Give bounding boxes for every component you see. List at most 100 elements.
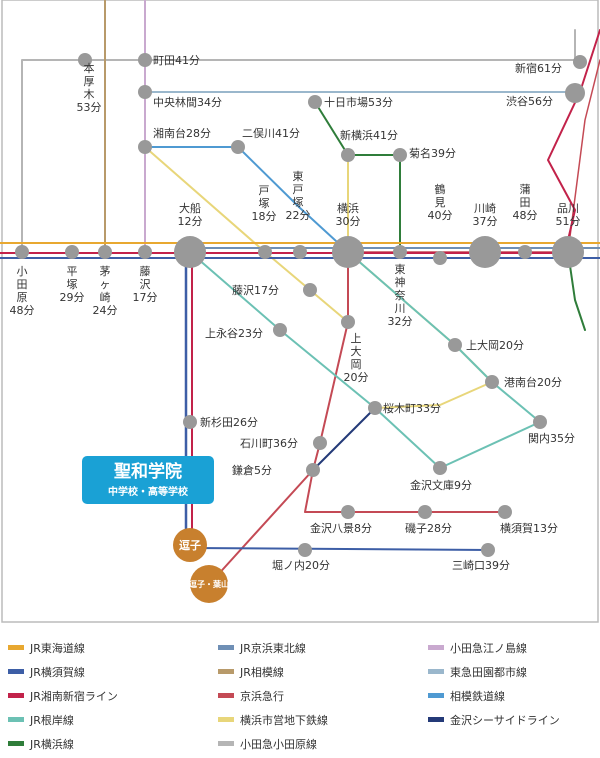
line-sotetsu (144, 146, 349, 253)
dot-kanazawahakkei (306, 463, 320, 477)
legend-label: 小田急小田原線 (240, 737, 317, 751)
dot-higashitotsuka (293, 245, 307, 259)
dot-kaminagaya (303, 283, 317, 297)
dot-ishikawacho (533, 415, 547, 429)
dot-yokosukachuo (298, 543, 312, 557)
dot-tsurumi (433, 251, 447, 265)
legend-label: JR湘南新宿ライン (29, 689, 118, 703)
station-labels: 町田41分 中央林間34分 湘南台28分 二俣川41分 十日市場53分 新横浜4… (153, 54, 575, 572)
line-keikyu-zushi (214, 469, 314, 579)
school-name: 聖和学院 (114, 461, 182, 482)
label-kanazawahakkei: 鎌倉5分 (232, 463, 272, 477)
dot-konandai (273, 323, 287, 337)
label-isogo: 金沢文庫9分 (410, 478, 472, 492)
dot-chuorinkan (138, 85, 152, 99)
dot-horinouchi (418, 505, 432, 519)
dot-kikuna (393, 148, 407, 162)
dot-shinsugita (368, 401, 382, 415)
hub-zushi[interactable]: 逗子 (173, 528, 207, 562)
label-horinouchi: 磯子28分 (405, 522, 452, 535)
label-futamatagawa: 二俣川41分 (242, 126, 300, 140)
legend-label: JR京浜東北線 (239, 641, 306, 655)
dot-shibuya (565, 83, 585, 103)
label-tokaichiba: 十日市場53分 (324, 95, 393, 109)
school-subtitle: 中学校・高等学校 (108, 485, 189, 498)
legend-swatch (428, 669, 444, 674)
label-shinjuku: 新宿61分 (515, 61, 562, 75)
dot-totsuka (258, 245, 272, 259)
label-ishikawacho: 関内35分 (528, 431, 575, 445)
label-kannai: 港南台20分 (504, 375, 562, 389)
legend-label: JR横須賀線 (29, 665, 85, 679)
dot-shonandai (138, 140, 152, 154)
legend-label: 小田急江ノ島線 (450, 641, 527, 655)
dot-sakuragicho (448, 338, 462, 352)
dot-yokosuka (341, 505, 355, 519)
label-yokosuka: 金沢八景8分 (310, 521, 372, 535)
dot-isogo (433, 461, 447, 475)
legend-swatch (218, 741, 234, 746)
dot-kawasaki (469, 236, 501, 268)
legend-swatch (218, 645, 234, 650)
line-keikyu (304, 251, 506, 513)
label-shonandai: 湘南台28分 (153, 126, 211, 140)
label-shinsugita: 桜木町33分 (383, 401, 441, 415)
line-odakyu-odawara (21, 29, 576, 253)
dot-yokohama (332, 236, 364, 268)
legend-swatch (8, 693, 24, 698)
legend-swatch (218, 717, 234, 722)
legend-swatch (8, 717, 24, 722)
school-badge[interactable]: 聖和学院 中学校・高等学校 (82, 456, 214, 504)
label-shinyokohama: 新横浜41分 (340, 128, 398, 142)
dot-kannai (485, 375, 499, 389)
dot-kamata (518, 245, 532, 259)
line-subway-south (144, 146, 349, 323)
line-yokosuka-zushi (189, 547, 491, 551)
legend-swatch (8, 645, 24, 650)
dot-shinagawa (552, 236, 584, 268)
line-negishi (189, 251, 541, 469)
label-misakiguchi: 横須賀13分 (500, 521, 558, 535)
dot-hiratsuka (65, 245, 79, 259)
label-sakuragicho: 上大岡20分 (466, 338, 524, 352)
svg-text:逗子: 逗子 (179, 538, 201, 552)
svg-text:逗子・葉山: 逗子・葉山 (189, 579, 229, 589)
legend-swatch (428, 717, 444, 722)
line-jr-yokohama-ext (567, 251, 586, 331)
label-yokosukachuo: 堀ノ内20分 (272, 558, 330, 572)
dot-ofuna (174, 236, 206, 268)
label-konandai: 上永谷23分 (205, 326, 263, 340)
label-kaminagaya: 藤沢17分 (232, 283, 279, 297)
legend-label: JR根岸線 (29, 713, 74, 727)
legend-swatch (428, 693, 444, 698)
map-frame (1, 0, 599, 623)
legend-swatch (8, 669, 24, 674)
legend-label: 金沢シーサイドライン (450, 713, 560, 727)
station-dots (15, 53, 587, 557)
legend-label: 京浜急行 (240, 689, 284, 703)
dot-shinjuku (573, 55, 587, 69)
hub-zushi-hayama[interactable]: 逗子・葉山 (189, 565, 229, 603)
dot-misakiguchi (498, 505, 512, 519)
label-kamakura: 新杉田26分 (200, 415, 258, 429)
label-chuorinkan: 中央林間34分 (153, 95, 222, 109)
legend-label: 東急田園都市線 (450, 665, 527, 679)
dot-chigasaki (98, 245, 112, 259)
